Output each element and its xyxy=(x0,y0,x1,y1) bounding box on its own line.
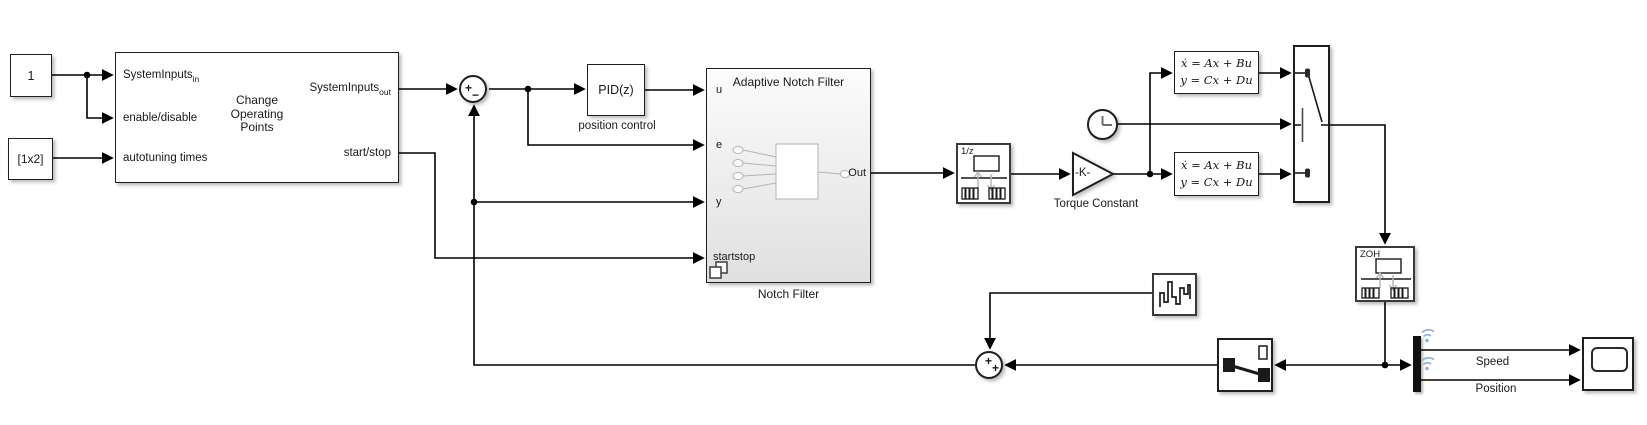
inport-y: y xyxy=(716,196,722,208)
constant-block-1x2[interactable]: [1x2] xyxy=(8,138,53,180)
adaptive-notch-filter-subsystem[interactable]: Adaptive Notch Filter u e y startstop Ou… xyxy=(706,68,871,283)
constant-value: 1 xyxy=(27,68,35,83)
rate-transition-icon xyxy=(1361,258,1411,299)
torque-constant-caption: Torque Constant xyxy=(1053,198,1139,210)
pid-caption: position control xyxy=(578,120,656,132)
signal-label-position: Position xyxy=(1475,383,1517,395)
sum-block-feedback[interactable]: + + xyxy=(975,351,1003,379)
sum-sign-plus: + xyxy=(465,81,473,95)
sum-sign-plus-right: + xyxy=(992,361,1000,375)
gain-label: -K- xyxy=(1075,167,1091,179)
inport-systeminputs: SystemInputsin xyxy=(123,69,200,84)
state-equation: ẋ = Ax + Bu xyxy=(1180,158,1253,172)
rate-transition-block-zoh[interactable]: ZOH xyxy=(1355,246,1415,302)
switch-block[interactable] xyxy=(1293,45,1330,203)
rate-transition-icon xyxy=(961,155,1007,200)
wireless-signal-icon xyxy=(1421,329,1435,371)
subsystem-badge-icon xyxy=(709,261,728,279)
state-space-block-bottom[interactable]: ẋ = Ax + Bu y = Cx + Du xyxy=(1174,152,1259,196)
scope-block[interactable] xyxy=(1582,337,1634,391)
inport-startstop: startstop xyxy=(713,251,756,263)
manual-switch-block[interactable] xyxy=(1217,338,1273,392)
inport-autotuning-times: autotuning times xyxy=(123,152,208,164)
output-equation: y = Cx + Du xyxy=(1180,73,1253,87)
manual-switch-icon xyxy=(1223,345,1270,382)
torque-constant-gain-block[interactable]: -K- xyxy=(1071,151,1117,197)
demux-bar[interactable] xyxy=(1413,336,1421,392)
constant-block-one[interactable]: 1 xyxy=(10,54,52,97)
pid-label: PID(z) xyxy=(598,83,634,97)
state-equation: ẋ = Ax + Bu xyxy=(1180,56,1253,70)
signal-label-speed: Speed xyxy=(1475,356,1510,368)
rate-transition-block-1z[interactable]: 1/z xyxy=(956,143,1011,204)
notch-filter-caption: Notch Filter xyxy=(757,287,820,301)
pid-controller-block[interactable]: PID(z) xyxy=(587,64,645,116)
outport-start-stop: start/stop xyxy=(343,147,391,159)
sum-sign-plus-top: + xyxy=(985,354,993,368)
state-space-block-top[interactable]: ẋ = Ax + Bu y = Cx + Du xyxy=(1174,51,1259,94)
inport-enable-disable: enable/disable xyxy=(123,112,198,124)
change-operating-points-subsystem[interactable]: SystemInputsin enable/disable autotuning… xyxy=(115,52,399,183)
stair-signal-icon xyxy=(1159,281,1191,307)
stair-signal-block[interactable] xyxy=(1152,273,1197,316)
sum-sign-minus: − xyxy=(472,88,480,102)
gain-triangle xyxy=(1072,151,1116,197)
outport-systeminputs: SystemInputsout xyxy=(309,82,392,97)
output-equation: y = Cx + Du xyxy=(1180,175,1253,189)
clock-icon xyxy=(1101,116,1112,126)
block-title: Change Operating Points xyxy=(230,93,284,134)
constant-value: [1x2] xyxy=(17,152,44,166)
sum-block-position-error[interactable]: + − xyxy=(459,75,487,103)
outport-out: Out xyxy=(848,167,866,179)
clock-block[interactable] xyxy=(1087,109,1118,140)
scope-display-icon xyxy=(1591,347,1628,372)
rate-transition-label: ZOH xyxy=(1360,249,1381,260)
inport-e: e xyxy=(716,139,723,151)
inport-u: u xyxy=(716,84,723,96)
block-title: Adaptive Notch Filter xyxy=(732,75,845,89)
